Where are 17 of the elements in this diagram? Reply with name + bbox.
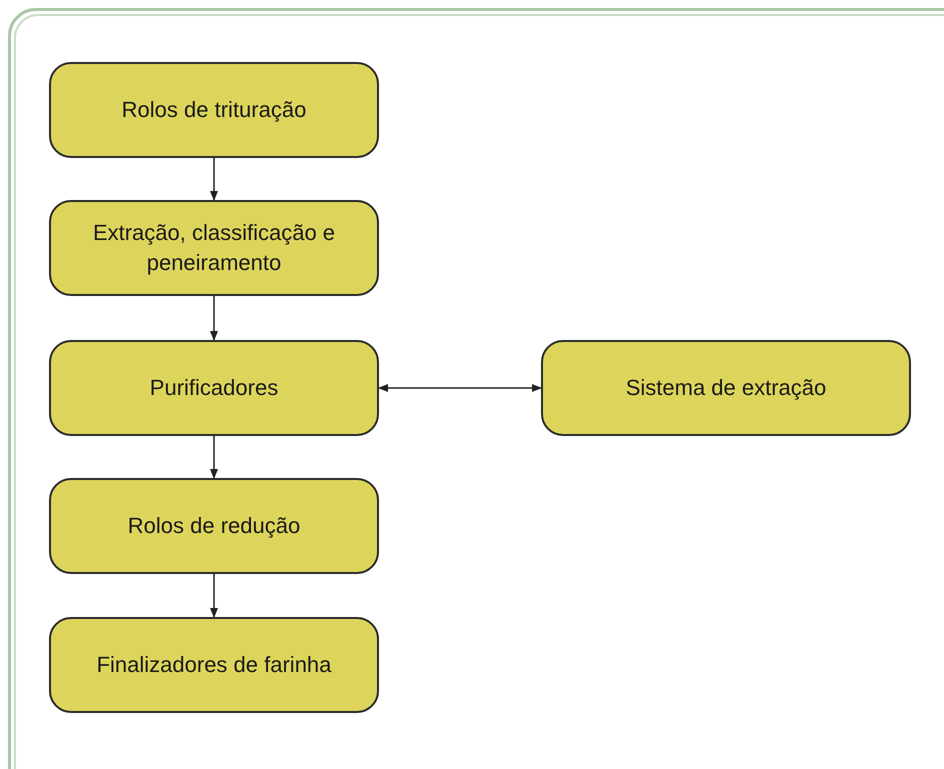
process-box [49, 617, 379, 713]
process-box [49, 200, 379, 296]
arrow [378, 384, 542, 392]
arrow [210, 436, 218, 479]
process-box [541, 340, 911, 436]
process-label: Finalizadores de farinha [96, 651, 332, 679]
arrow [210, 296, 218, 341]
process-label: Purificadores [150, 374, 278, 402]
process-label: Extração, classificação e peneiramento [92, 219, 336, 277]
process-label: Sistema de extração [626, 374, 826, 402]
process-label: Rolos de trituração [122, 96, 306, 124]
process-box [49, 478, 379, 574]
process-label: Rolos de redução [128, 512, 300, 540]
process-box [49, 340, 379, 436]
process-box [49, 62, 379, 158]
arrow [210, 574, 218, 618]
arrow [210, 158, 218, 201]
